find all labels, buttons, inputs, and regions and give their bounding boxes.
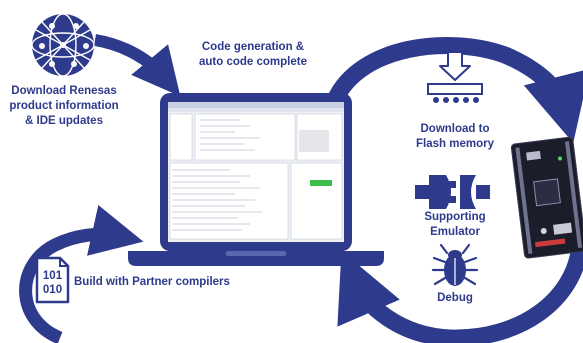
- microcontroller-board: [510, 136, 583, 259]
- binary-top-text: 101: [43, 270, 63, 282]
- flash-line1: Download to: [420, 123, 490, 135]
- binary-bottom-text: 010: [43, 284, 62, 296]
- build-cycle-arrow: [19, 204, 144, 343]
- build-label: Build with Partner compilers: [74, 275, 254, 290]
- build-text: Build with Partner compilers: [74, 276, 230, 288]
- cycle-arrow-top: [327, 37, 583, 143]
- flash-line2: Flash memory: [416, 138, 494, 150]
- download-info-line1: Download Renesas: [11, 85, 117, 97]
- laptop: [128, 93, 384, 266]
- debug-text: Debug: [437, 292, 473, 304]
- code-generation-label: Code generation & auto code complete: [188, 40, 318, 70]
- flash-memory-label: Download to Flash memory: [405, 122, 505, 152]
- emulator-line2: Emulator: [430, 226, 480, 238]
- flash-download-icon: [427, 51, 483, 103]
- code-gen-line2: auto code complete: [199, 56, 307, 68]
- cycle-arrow-bottom: [337, 243, 583, 343]
- download-info-line3: & IDE updates: [25, 115, 103, 127]
- binary-file-icon: 101 010: [35, 256, 70, 304]
- download-info-label: Download Renesas product information & I…: [0, 84, 128, 129]
- emulator-line1: Supporting: [424, 211, 486, 223]
- bug-icon: [431, 243, 479, 286]
- download-info-line2: product information: [9, 100, 119, 112]
- code-gen-line1: Code generation &: [201, 41, 305, 53]
- globe-network-icon: [31, 13, 95, 77]
- emulator-label: Supporting Emulator: [405, 210, 505, 240]
- plug-connector-icon: [415, 175, 490, 209]
- debug-label: Debug: [405, 291, 505, 306]
- globe-to-laptop-arrow: [93, 34, 181, 97]
